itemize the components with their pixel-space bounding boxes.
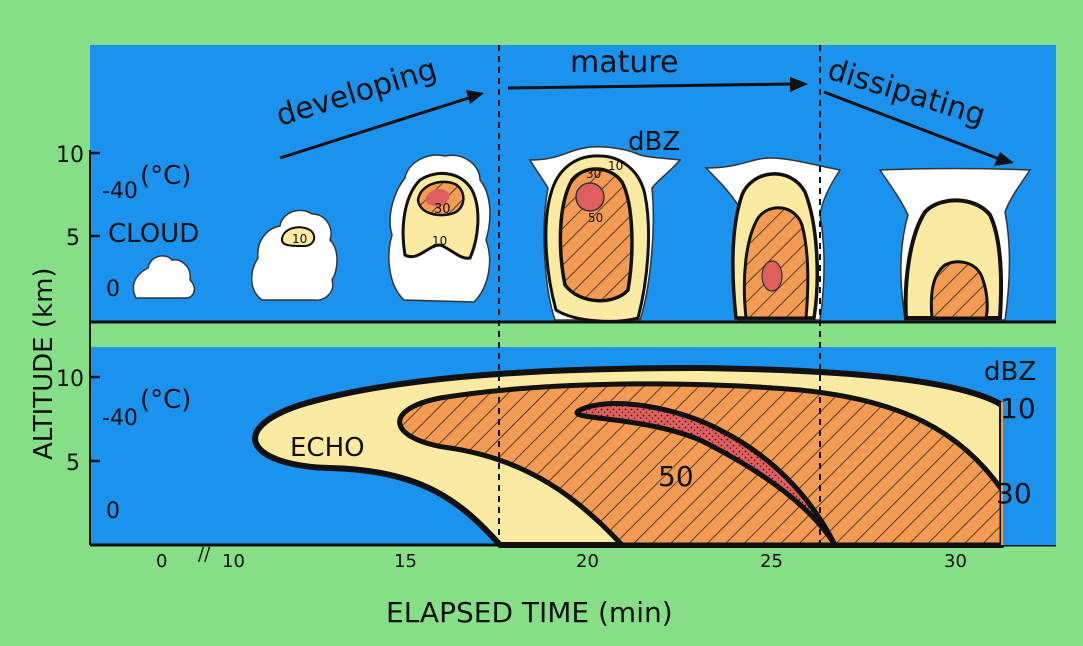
top-cloud-label: CLOUD (108, 219, 199, 249)
top-alt-tick-5: 5 (66, 226, 80, 251)
echo-dissipating-2-30 (931, 262, 987, 318)
bottom-echo-label: ECHO (290, 433, 365, 463)
x-tick-10: 10 (222, 551, 245, 572)
bottom-temp-tick-0: 0 (106, 499, 120, 524)
top-dbz-label: dBZ (628, 127, 680, 157)
x-tick-15: 15 (394, 551, 417, 572)
top-temp-tick-0: 0 (106, 277, 120, 302)
echo-contour-label-50: 50 (658, 460, 694, 493)
echo-contour-label-30: 30 (996, 477, 1032, 510)
contour-label: 10 (292, 232, 307, 246)
top-temp-tick-minus40: -40 (102, 179, 138, 204)
contour-label: 30 (586, 167, 601, 181)
top-alt-tick-10: 10 (56, 143, 84, 168)
echo-dissipating-1-core (762, 261, 782, 291)
contour-label: 10 (432, 234, 447, 248)
contour-label: 50 (588, 211, 603, 225)
top-temp-unit: (°C) (140, 161, 191, 191)
echo-contour-label-10: 10 (1000, 392, 1036, 425)
x-tick-25: 25 (760, 551, 783, 572)
bottom-alt-tick-5: 5 (66, 451, 80, 476)
contour-label: 30 (434, 202, 451, 217)
contour-label: 10 (608, 159, 623, 173)
bottom-temp-tick-minus40: -40 (102, 406, 138, 431)
x-tick-20: 20 (576, 551, 599, 572)
x-axis-label: ELAPSED TIME (min) (386, 596, 673, 629)
x-tick-30: 30 (944, 551, 967, 572)
bottom-dbz-label: dBZ (984, 357, 1036, 387)
x-tick-0: 0 (156, 551, 167, 572)
y-axis-label: ALTITUDE (km) (29, 267, 59, 460)
bottom-alt-tick-10: 10 (56, 367, 84, 392)
bottom-temp-unit: (°C) (140, 385, 191, 415)
echo-mature-50 (576, 183, 604, 211)
stage-label-mature: mature (570, 45, 679, 80)
x-axis-break: // (198, 544, 211, 565)
